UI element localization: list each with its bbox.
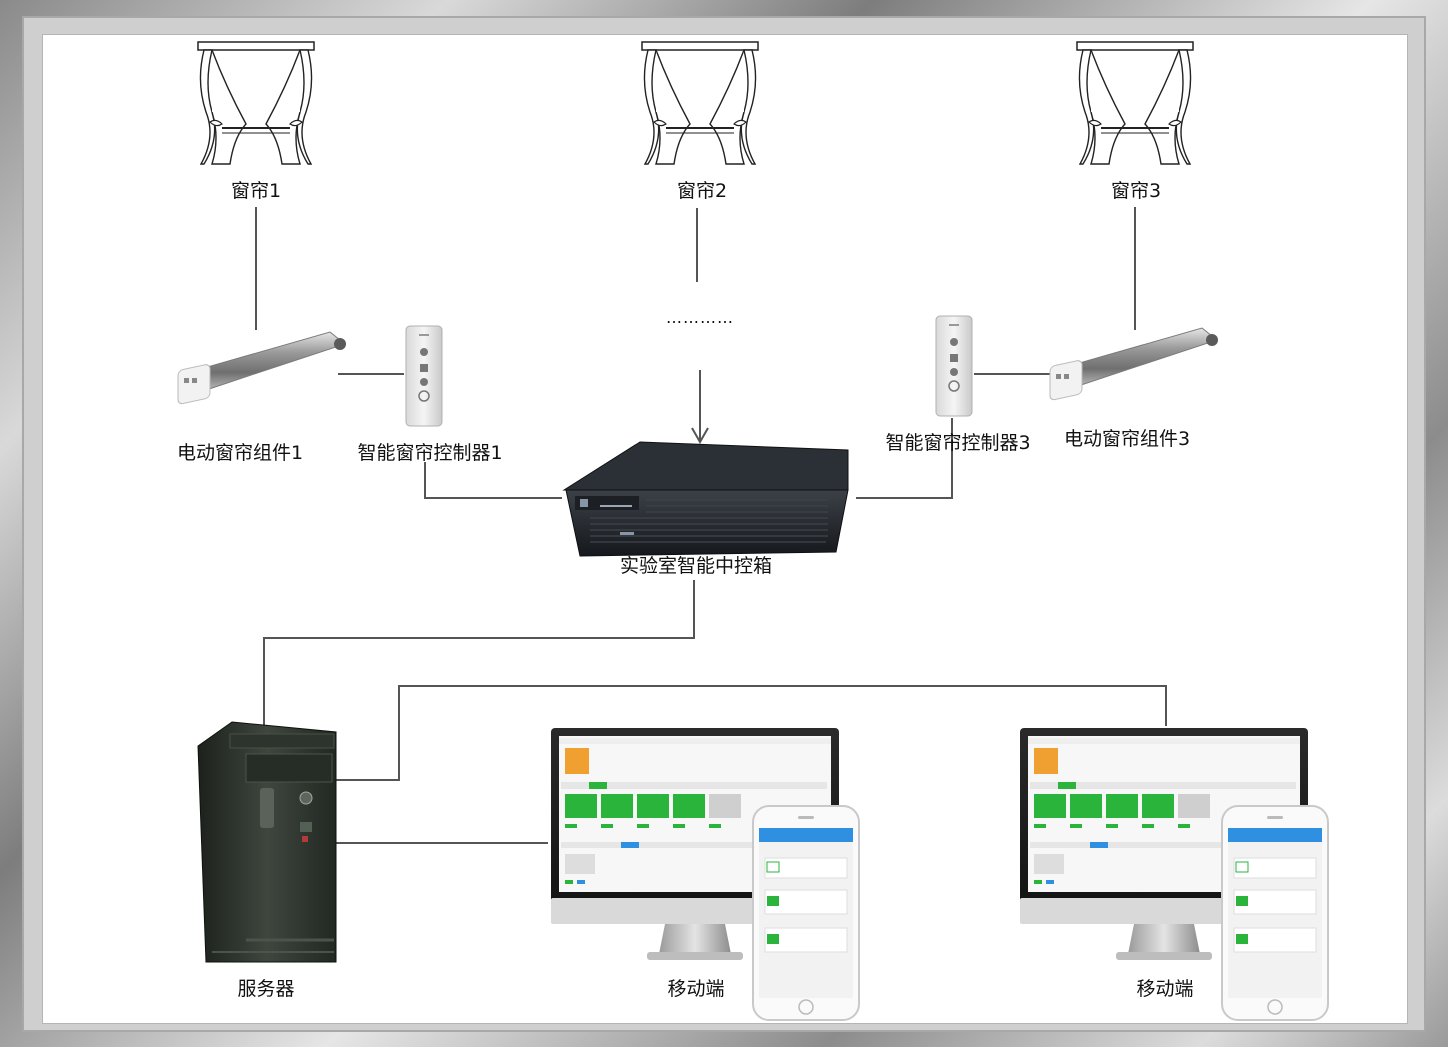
curtain-window-icon xyxy=(1076,41,1194,165)
curtain-window-icon xyxy=(197,41,315,165)
motor-3-label: 电动窗帘组件3 xyxy=(1063,428,1191,450)
rack-chassis-icon xyxy=(562,441,849,557)
curtain-3-label: 窗帘3 xyxy=(1110,180,1162,202)
controller-1-label: 智能窗帘控制器1 xyxy=(357,442,503,464)
motor-1-label: 电动窗帘组件1 xyxy=(176,442,304,464)
controller-3-label: 智能窗帘控制器3 xyxy=(885,432,1031,454)
server-label: 服务器 xyxy=(237,978,295,1000)
curtain-2-label: 窗帘2 xyxy=(676,180,728,202)
curtain-1-label: 窗帘1 xyxy=(230,180,282,202)
connector-lines xyxy=(255,207,1167,844)
curtain-motor-icon xyxy=(1049,327,1219,402)
wall-remote-icon xyxy=(405,325,443,427)
mobile-2-label: 移动端 xyxy=(1136,978,1194,1000)
smartphone-icon xyxy=(752,805,860,1021)
ellipsis-label: ………… xyxy=(666,308,734,327)
curtain-motor-icon xyxy=(177,331,347,406)
curtain-window-icon xyxy=(641,41,759,165)
mobile-1-label: 移动端 xyxy=(667,978,725,1000)
hub-label: 实验室智能中控箱 xyxy=(619,555,773,577)
smartphone-icon xyxy=(1221,805,1329,1021)
wall-remote-icon xyxy=(935,315,973,417)
tower-server-icon xyxy=(197,721,337,963)
arrow-head-icon xyxy=(691,427,709,445)
